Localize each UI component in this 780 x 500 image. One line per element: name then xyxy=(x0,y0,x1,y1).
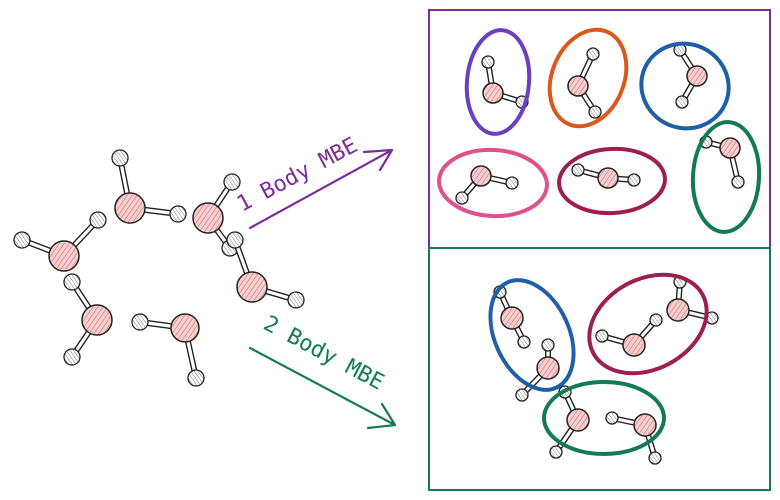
hydrogen-atom xyxy=(571,163,585,177)
water-molecule xyxy=(481,55,529,109)
hydrogen-atom xyxy=(515,388,529,402)
monomer-ring-blue xyxy=(639,41,731,131)
water-molecule xyxy=(549,385,590,459)
hydrogen-atom xyxy=(595,329,609,343)
hydrogen-atom xyxy=(169,205,187,223)
hydrogen-atom xyxy=(455,191,469,205)
hydrogen-atom xyxy=(223,173,241,191)
hydrogen-atom xyxy=(63,348,81,366)
hydrogen-atom xyxy=(731,175,745,189)
one-body-label: 1 Body MBE xyxy=(233,133,362,217)
two-body-dimers xyxy=(488,272,719,465)
hydrogen-atom xyxy=(549,445,563,459)
oxygen-atom xyxy=(500,306,524,330)
oxygen-atom xyxy=(482,82,504,104)
two-body-label: 2 Body MBE xyxy=(259,311,388,395)
water-molecule xyxy=(111,149,187,224)
hydrogen-atom xyxy=(287,291,305,309)
monomer-ring-maroon xyxy=(557,146,667,216)
oxygen-atom xyxy=(192,202,224,234)
two-body-box xyxy=(428,247,771,491)
water-molecule xyxy=(699,135,745,189)
hydrogen-atom xyxy=(505,176,519,190)
monomer-ring-violet xyxy=(464,28,532,136)
one-body-arrow: 1 Body MBE xyxy=(233,133,394,230)
monomer-ring-pink xyxy=(437,147,549,219)
hydrogen-atom xyxy=(13,231,31,249)
water-molecule xyxy=(226,231,305,309)
oxygen-atom xyxy=(470,165,492,187)
one-body-monomers xyxy=(437,27,762,234)
monomer-ring-green xyxy=(690,120,762,234)
hydrogen-atom xyxy=(89,211,107,229)
oxygen-atom xyxy=(719,137,741,159)
water-hexamer-cluster xyxy=(13,149,305,387)
hydrogen-atom xyxy=(648,451,662,465)
water-molecule xyxy=(515,338,560,402)
oxygen-atom xyxy=(81,304,113,336)
oxygen-atom xyxy=(236,271,268,303)
two-body-arrow: 2 Body MBE xyxy=(248,311,397,430)
dimer-ring-maroon xyxy=(587,272,709,376)
water-molecule xyxy=(493,285,531,349)
hydrogen-atom xyxy=(586,47,600,61)
oxygen-atom xyxy=(622,333,646,357)
hydrogen-atom xyxy=(627,173,641,187)
hydrogen-atom xyxy=(131,313,149,331)
dimer-ring-green xyxy=(542,380,666,456)
hydrogen-atom xyxy=(226,231,244,249)
water-molecule xyxy=(595,313,663,357)
hydrogen-atom xyxy=(605,411,619,425)
oxygen-atom xyxy=(633,413,657,437)
oxygen-atom xyxy=(686,65,708,87)
oxygen-atom xyxy=(666,298,690,322)
hydrogen-atom xyxy=(675,95,689,109)
hydrogen-atom xyxy=(517,335,531,349)
oxygen-atom xyxy=(114,192,146,224)
water-molecule xyxy=(455,165,519,205)
hydrogen-atom xyxy=(588,105,602,119)
water-molecule xyxy=(673,43,708,109)
hydrogen-atom xyxy=(481,55,495,69)
oxygen-atom xyxy=(170,313,200,343)
water-molecule xyxy=(131,313,205,387)
oxygen-atom xyxy=(567,75,589,97)
oxygen-atom xyxy=(536,356,560,380)
water-molecule xyxy=(567,47,602,119)
oxygen-atom xyxy=(597,167,619,189)
dimer-ring-blue xyxy=(488,278,576,392)
hydrogen-atom xyxy=(541,338,555,352)
water-molecule xyxy=(13,211,107,272)
hydrogen-atom xyxy=(187,369,205,387)
hydrogen-atom xyxy=(649,313,663,327)
water-molecule xyxy=(571,163,641,189)
monomer-ring-orange xyxy=(547,27,629,129)
hydrogen-atom xyxy=(111,149,129,167)
water-molecule xyxy=(192,173,241,257)
water-molecule xyxy=(63,273,113,366)
oxygen-atom xyxy=(566,408,590,432)
hydrogen-atom xyxy=(63,273,81,291)
oxygen-atom xyxy=(48,240,80,272)
